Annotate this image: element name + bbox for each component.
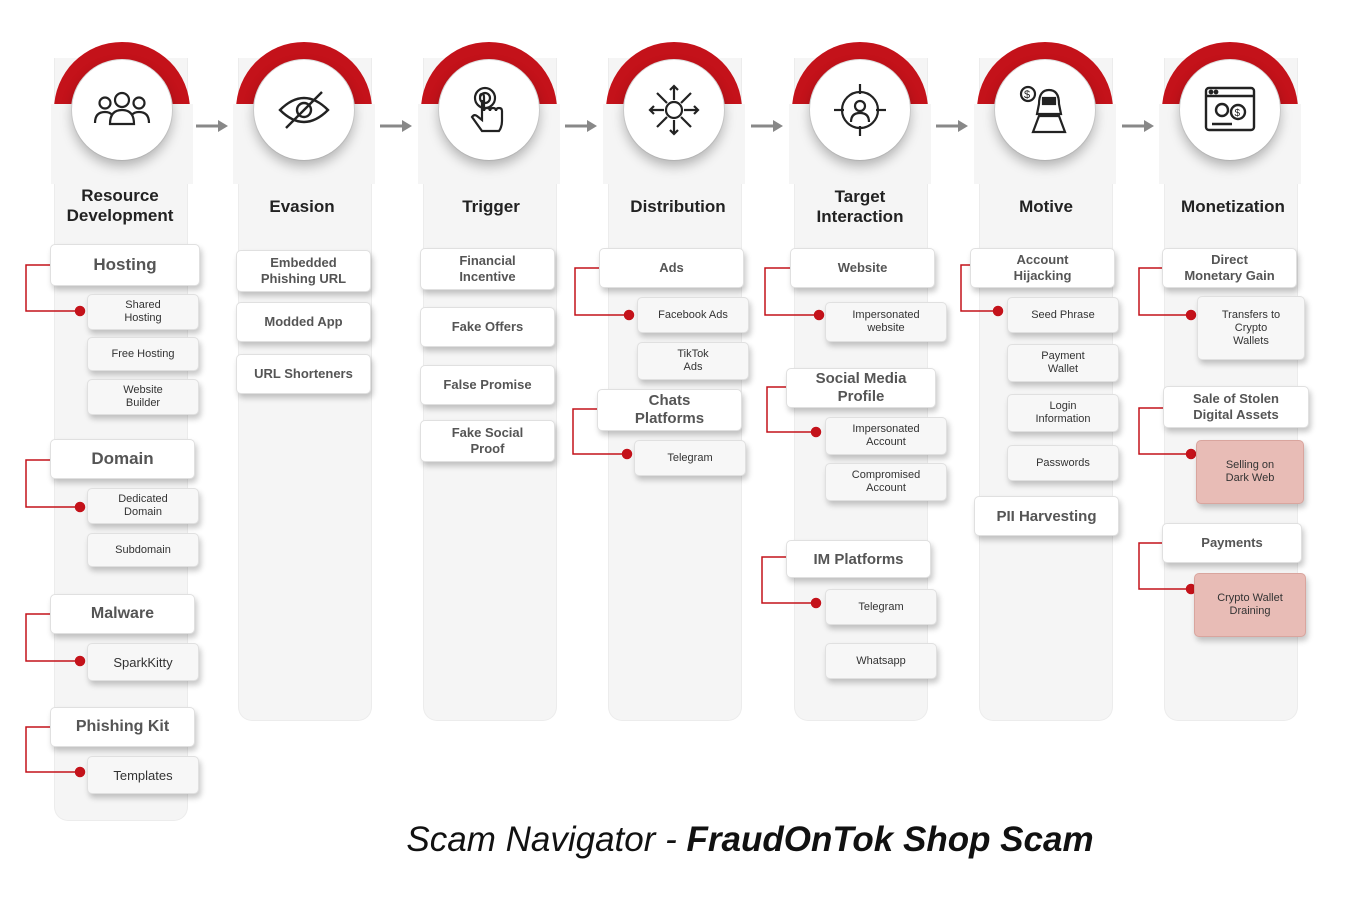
arrow-right-icon — [380, 120, 412, 132]
card-embedded-phishing-url[interactable]: Embedded Phishing URL — [236, 250, 371, 292]
card-ads[interactable]: Ads — [599, 248, 744, 288]
card-account-hijacking[interactable]: Account Hijacking — [970, 248, 1115, 288]
card-sale-of-stolen-digital-assets[interactable]: Sale of Stolen Digital Assets — [1163, 386, 1309, 428]
hacker-money-icon: $ — [995, 60, 1095, 160]
card-domain[interactable]: Domain — [50, 439, 195, 479]
hand-tap-icon — [439, 60, 539, 160]
card-social-media-profile[interactable]: Social Media Profile — [786, 368, 936, 408]
svg-text:$: $ — [1024, 89, 1030, 101]
column-title-target-interaction: Target Interaction — [816, 187, 904, 226]
card-payment-wallet[interactable]: Payment Wallet — [1007, 344, 1119, 382]
column-title-motive: Motive — [1019, 197, 1073, 216]
money-window-icon: $ — [1180, 60, 1280, 160]
card-selling-on-dark-web[interactable]: Selling on Dark Web — [1196, 440, 1304, 504]
card-crypto-wallet-draining[interactable]: Crypto Wallet Draining — [1194, 573, 1306, 637]
card-fake-social-proof[interactable]: Fake Social Proof — [420, 420, 555, 462]
card-transfers-to-crypto-wallets[interactable]: Transfers to Crypto Wallets — [1197, 296, 1305, 360]
card-sparkkitty[interactable]: SparkKitty — [87, 643, 199, 681]
column-title-resource-development: Resource Development — [66, 186, 174, 225]
arrow-right-icon — [751, 120, 783, 132]
card-modded-app[interactable]: Modded App — [236, 302, 371, 342]
card-impersonated-account[interactable]: Impersonated Account — [825, 417, 947, 455]
people-group-icon — [72, 60, 172, 160]
card-phishing-kit[interactable]: Phishing Kit — [50, 707, 195, 747]
card-website[interactable]: Website — [790, 248, 935, 288]
broadcast-arrows-icon — [624, 60, 724, 160]
arrow-right-icon — [1122, 120, 1154, 132]
caption-prefix: Scam Navigator - — [406, 820, 687, 859]
card-impersonated-website[interactable]: Impersonated website — [825, 302, 947, 342]
column-title-distribution: Distribution — [630, 197, 726, 216]
card-financial-incentive[interactable]: Financial Incentive — [420, 248, 555, 290]
card-dedicated-domain[interactable]: Dedicated Domain — [87, 488, 199, 524]
card-tiktok-ads[interactable]: TikTok Ads — [637, 342, 749, 380]
card-website-builder[interactable]: Website Builder — [87, 379, 199, 415]
card-free-hosting[interactable]: Free Hosting — [87, 337, 199, 371]
arrow-right-icon — [196, 120, 228, 132]
card-url-shorteners[interactable]: URL Shorteners — [236, 354, 371, 394]
card-hosting[interactable]: Hosting — [50, 244, 200, 286]
card-fake-offers[interactable]: Fake Offers — [420, 307, 555, 347]
card-telegram-distribution[interactable]: Telegram — [634, 440, 746, 476]
column-title-evasion: Evasion — [269, 197, 335, 216]
card-facebook-ads[interactable]: Facebook Ads — [637, 297, 749, 333]
card-malware[interactable]: Malware — [50, 594, 195, 634]
arrow-right-icon — [936, 120, 968, 132]
column-title-monetization: Monetization — [1181, 197, 1285, 216]
card-chats-platforms[interactable]: Chats Platforms — [597, 389, 742, 431]
card-login-information[interactable]: Login Information — [1007, 394, 1119, 432]
card-templates[interactable]: Templates — [87, 756, 199, 794]
arrow-right-icon — [565, 120, 597, 132]
card-subdomain[interactable]: Subdomain — [87, 533, 199, 567]
card-payments[interactable]: Payments — [1162, 523, 1302, 563]
caption-scam-name: FraudOnTok Shop Scam — [686, 820, 1094, 859]
card-shared-hosting[interactable]: Shared Hosting — [87, 294, 199, 330]
card-telegram-target[interactable]: Telegram — [825, 589, 937, 625]
card-whatsapp[interactable]: Whatsapp — [825, 643, 937, 679]
card-im-platforms[interactable]: IM Platforms — [786, 540, 931, 578]
crosshair-person-icon — [810, 60, 910, 160]
column-title-trigger: Trigger — [462, 197, 520, 216]
eye-slash-icon — [254, 60, 354, 160]
card-false-promise[interactable]: False Promise — [420, 365, 555, 405]
card-seed-phrase[interactable]: Seed Phrase — [1007, 297, 1119, 333]
card-direct-monetary-gain[interactable]: Direct Monetary Gain — [1162, 248, 1297, 288]
card-pii-harvesting[interactable]: PII Harvesting — [974, 496, 1119, 536]
svg-text:$: $ — [1235, 108, 1241, 119]
diagram-caption: Scam Navigator - FraudOnTok Shop Scam — [0, 820, 1357, 860]
card-passwords[interactable]: Passwords — [1007, 445, 1119, 481]
card-compromised-account[interactable]: Compromised Account — [825, 463, 947, 501]
